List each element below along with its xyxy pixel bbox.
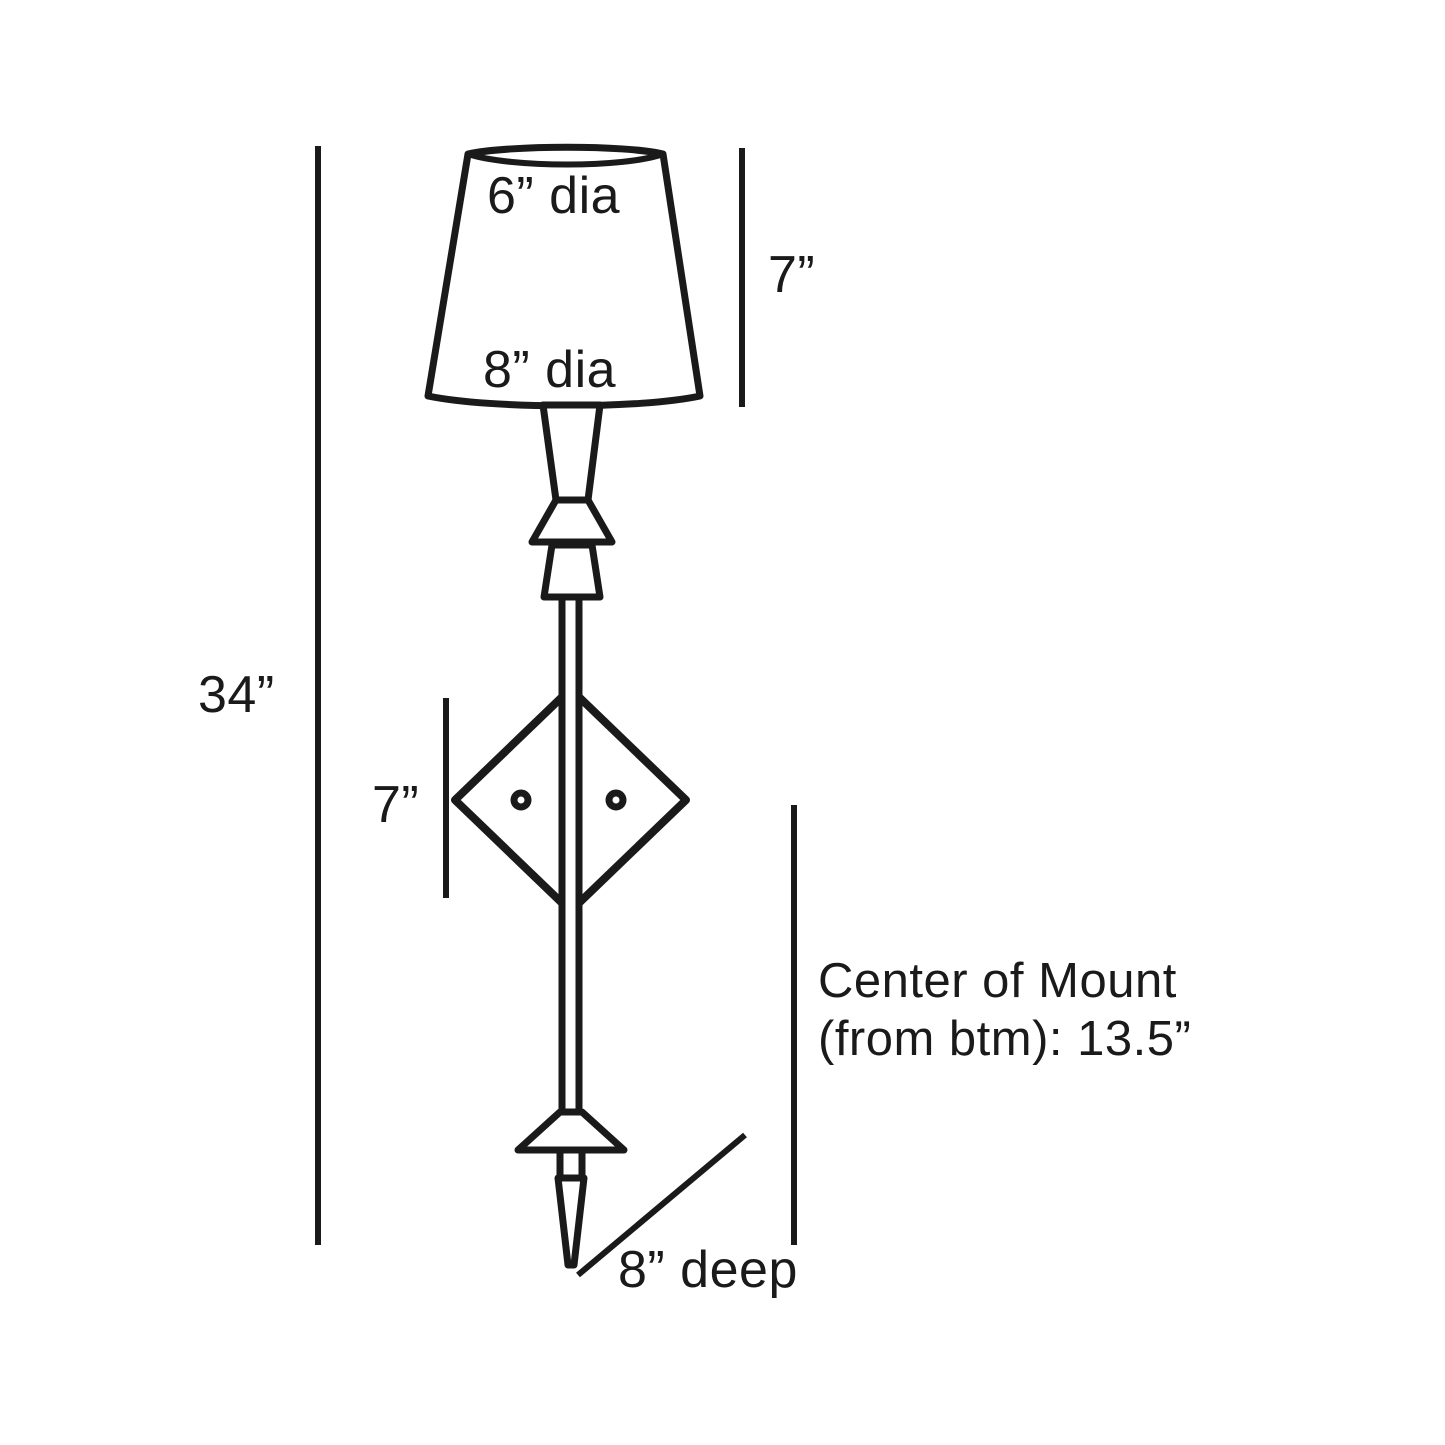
neck-flare-cone (528, 496, 616, 546)
shade-top-diameter-label: 6” dia (487, 167, 621, 225)
neck-upper-cone (539, 401, 604, 504)
shade-body (424, 143, 704, 410)
screw-hole-left (510, 789, 532, 811)
mount-height-label: 7” (372, 776, 420, 834)
mount-plate-left-half (451, 694, 565, 906)
bottom-finial-assembly (514, 1108, 628, 1269)
depth-leader-line (576, 1132, 747, 1278)
shade-bottom-diameter-label: 8” dia (483, 341, 617, 399)
lamp-shade (424, 143, 704, 410)
shade-height-label: 7” (768, 246, 816, 304)
mount-screw-holes (510, 789, 627, 811)
depth-label: 8” deep (618, 1241, 798, 1299)
overall-height-label: 34” (198, 666, 275, 724)
neck-lower-cone (540, 541, 604, 601)
wall-mount-plate (451, 694, 690, 906)
main-stem (558, 595, 583, 1113)
screw-hole-right (605, 789, 627, 811)
finial-cap-cone (514, 1108, 628, 1154)
finial-connector-stem (556, 1146, 586, 1182)
finial-spike (554, 1174, 588, 1269)
neck-assembly (528, 401, 616, 601)
mount-plate-right-half (576, 694, 690, 906)
mount-center-note: Center of Mount(from btm): 13.5” (818, 953, 1191, 1069)
mount-center-note-line-1: Center of Mount (818, 954, 1177, 1008)
shade-top-rim-inner (465, 151, 666, 168)
mount-center-note-line-2: (from btm): 13.5” (818, 1011, 1192, 1066)
